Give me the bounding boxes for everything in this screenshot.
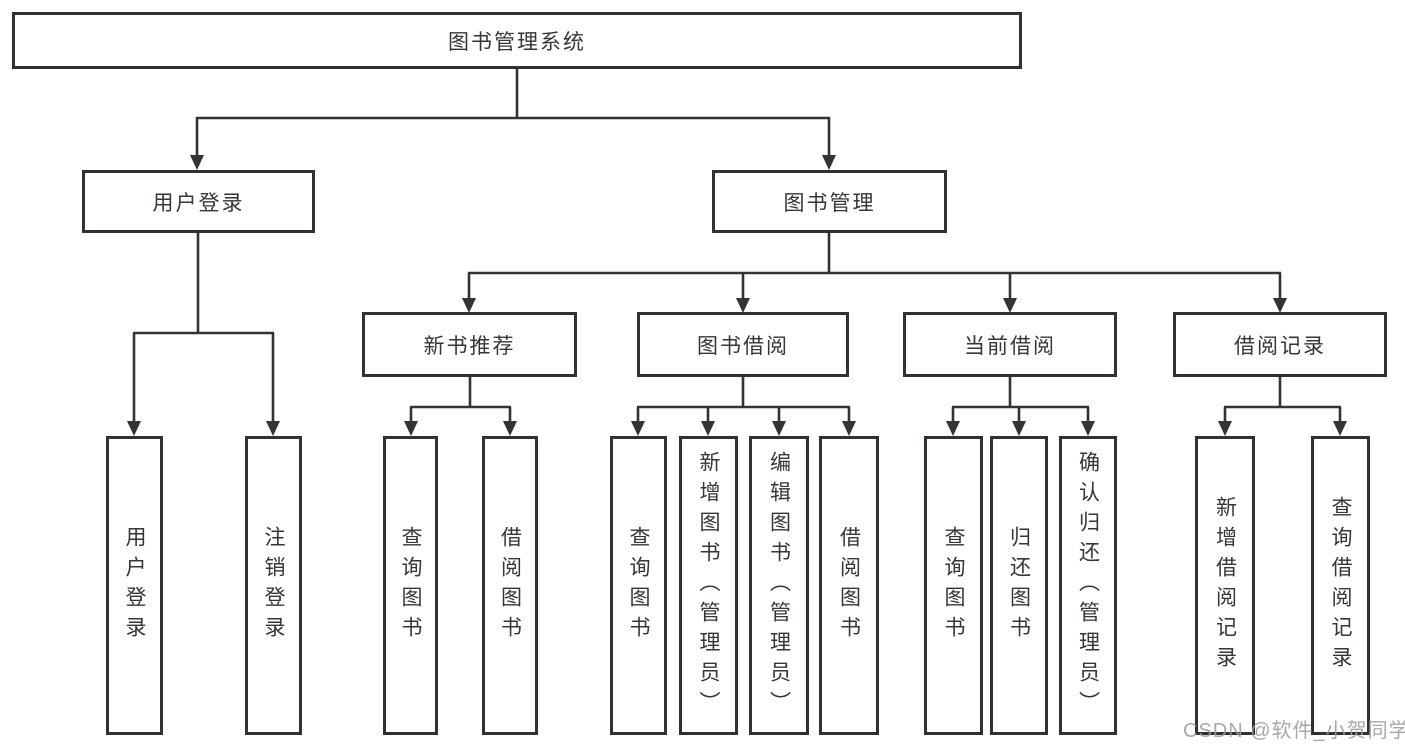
leaf-cb-confirm-return-admin: 确认归还（管理员）: [1059, 436, 1117, 735]
arrow-to-leaf-login: [127, 333, 141, 436]
csdn-watermark: CSDN @软件_小贺同学: [1183, 720, 1405, 742]
node-root-system: 图书管理系统: [12, 12, 1022, 69]
arrow-to-book-borrow: [736, 273, 750, 313]
node-new-book-recommend: 新书推荐: [362, 312, 577, 377]
leaf-bb-query-books: 查询图书: [610, 436, 667, 735]
leaf-br-query-record: 查询借阅记录: [1311, 436, 1370, 735]
leaf-br-add-record: 新增借阅记录: [1195, 436, 1255, 735]
arrow-cb-confirm: [1081, 407, 1095, 436]
node-borrow-records: 借阅记录: [1173, 312, 1387, 377]
arrow-bb-add: [701, 407, 715, 436]
arrow-br-query: [1333, 407, 1347, 436]
leaf-logout: 注销登录: [245, 436, 302, 735]
arrow-cb-query: [946, 407, 960, 436]
leaf-bb-borrow-books: 借阅图书: [819, 436, 879, 735]
leaf-cb-return-books: 归还图书: [990, 436, 1048, 735]
leaf-nbr-query-books: 查询图书: [383, 436, 438, 735]
node-user-login: 用户登录: [82, 170, 315, 233]
arrow-bb-edit: [772, 407, 786, 436]
arrow-br-add: [1218, 407, 1232, 436]
leaf-bb-add-books-admin: 新增图书（管理员）: [679, 436, 738, 735]
arrow-bb-query: [631, 407, 645, 436]
node-book-management: 图书管理: [712, 170, 947, 233]
leaf-nbr-borrow-books: 借阅图书: [482, 436, 538, 735]
arrow-to-user-login: [190, 117, 204, 170]
arrow-bb-borrow: [842, 407, 856, 436]
leaf-user-login: 用户登录: [106, 436, 163, 735]
arrow-to-book-mgmt: [822, 117, 836, 170]
arrow-to-new-book: [462, 273, 476, 313]
arrow-nbr-borrow: [503, 407, 517, 436]
arrow-to-borrow-records: [1273, 273, 1287, 313]
arrow-to-leaf-logout: [266, 333, 280, 436]
arrow-nbr-query: [404, 407, 418, 436]
arrow-cb-return: [1012, 407, 1026, 436]
node-current-borrow: 当前借阅: [903, 312, 1117, 377]
leaf-bb-edit-books-admin: 编辑图书（管理员）: [749, 436, 809, 735]
leaf-cb-query-books: 查询图书: [924, 436, 983, 735]
node-book-borrow: 图书借阅: [637, 312, 849, 377]
arrow-to-current-borrow: [1003, 273, 1017, 313]
